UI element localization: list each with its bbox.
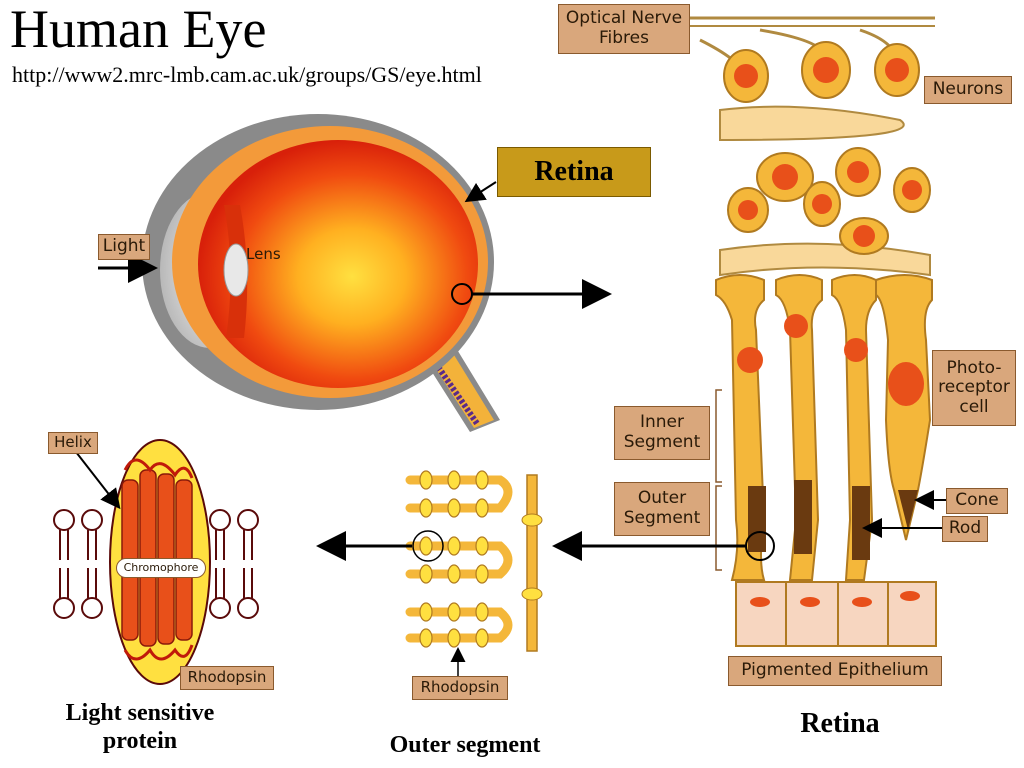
rhodopsin-protein-label: Rhodopsin xyxy=(180,666,274,690)
lens-label: Lens xyxy=(246,245,281,263)
light-label: Light xyxy=(98,234,150,260)
outer-segment-label: Outer Segment xyxy=(614,482,710,536)
eyeball xyxy=(142,114,500,432)
source-url[interactable]: http://www2.mrc-lmb.cam.ac.uk/groups/GS/… xyxy=(12,62,482,87)
rhodopsin-disk-label: Rhodopsin xyxy=(412,676,508,700)
neuron-row-2 xyxy=(727,147,931,255)
photoreceptor-columns xyxy=(715,274,933,581)
pigmented-epithelium-cells xyxy=(735,581,937,647)
helix-label: Helix xyxy=(48,432,98,454)
outer-segment-disks xyxy=(405,470,543,676)
cone-label: Cone xyxy=(946,488,1008,514)
lens xyxy=(223,243,249,297)
optic-nerve-vessels xyxy=(427,353,481,427)
page-title: Human Eye xyxy=(10,0,267,59)
optical-nerve-label: Optical Nerve Fibres xyxy=(558,4,690,54)
vitreous xyxy=(198,140,478,388)
rod-label: Rod xyxy=(942,516,988,542)
inner-segment-label: Inner Segment xyxy=(614,406,710,460)
retina-callout: Retina xyxy=(497,147,651,197)
rhodopsin-spot xyxy=(412,530,444,562)
retina-cells xyxy=(690,16,946,647)
neuron-row-1 xyxy=(723,41,920,103)
pigmented-epithelium-label: Pigmented Epithelium xyxy=(728,656,942,686)
outer-segment-caption: Outer segment xyxy=(389,732,541,758)
light-sensitive-protein-caption: Light sensitive protein xyxy=(65,700,215,754)
retina-pointer xyxy=(464,181,497,203)
chromophore-label: Chromophore xyxy=(116,558,206,578)
photoreceptor-label: Photo- receptor cell xyxy=(932,350,1016,426)
neurons-label: Neurons xyxy=(924,76,1012,104)
retina-caption: Retina xyxy=(800,708,880,739)
